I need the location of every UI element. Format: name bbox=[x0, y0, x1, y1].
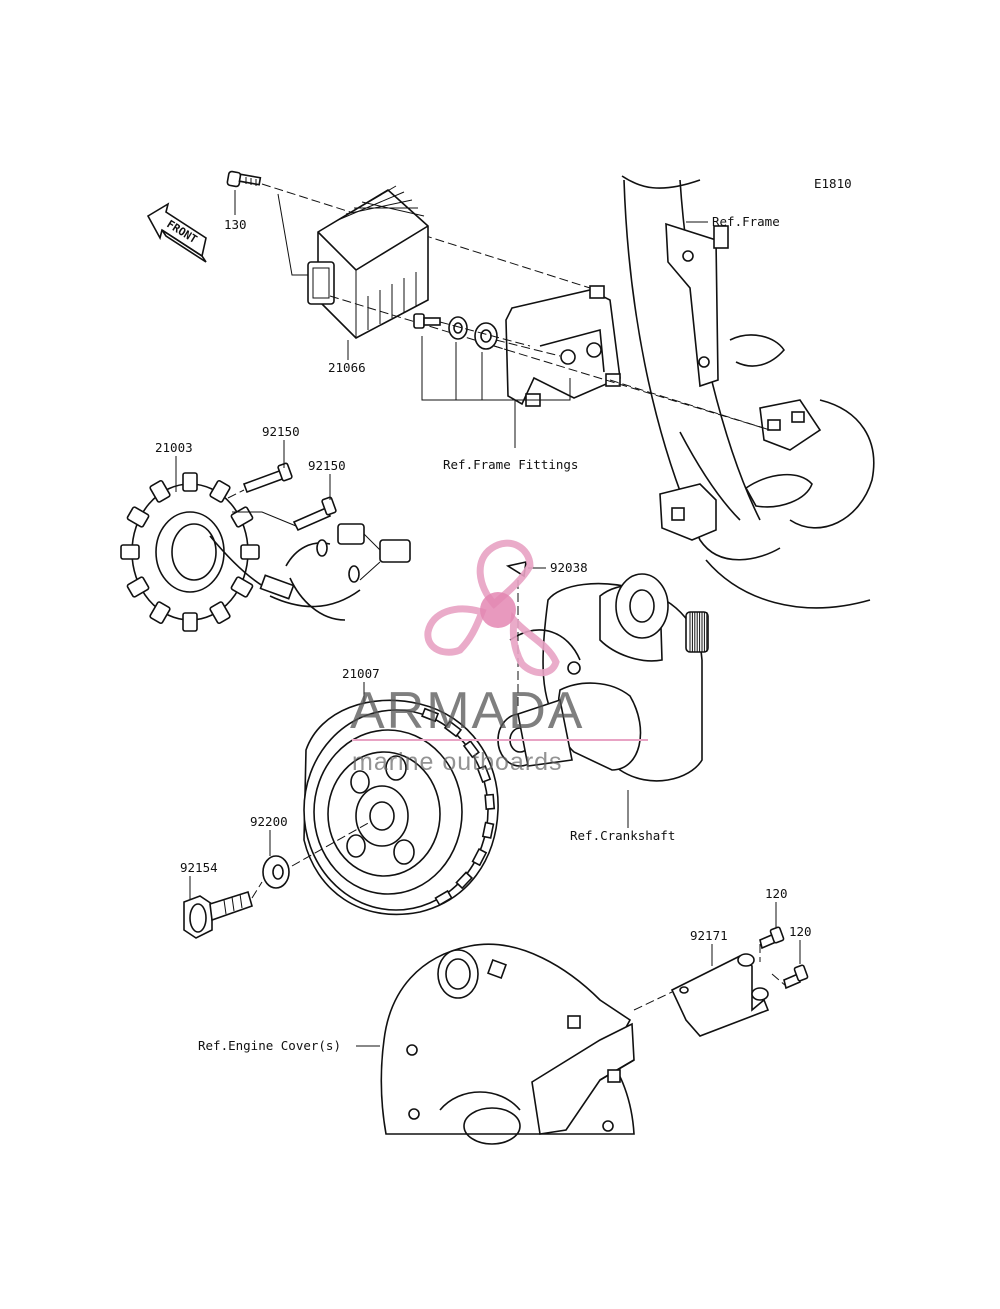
stator-tooth bbox=[149, 480, 171, 503]
bolt-92150-upper-drawing bbox=[242, 462, 293, 494]
propeller-logo-icon bbox=[424, 539, 560, 677]
stator-tooth bbox=[240, 544, 260, 560]
rotor-rib bbox=[481, 821, 495, 839]
rotor-rib bbox=[455, 871, 473, 890]
stator-tooth bbox=[126, 506, 150, 528]
ref-crankshaft-label: Ref.Crankshaft bbox=[570, 828, 675, 843]
watermark-tagline: marine outboards bbox=[352, 748, 563, 776]
stator-wire-harness-drawing bbox=[209, 523, 411, 621]
rotor-flywheel-21007-drawing bbox=[303, 699, 499, 916]
regulator-rectifier-21066-drawing bbox=[307, 185, 429, 339]
flange-bolt-92154-drawing bbox=[183, 890, 253, 939]
fitting-small-parts-drawing bbox=[413, 313, 498, 350]
frame-fitting-bracket-drawing bbox=[505, 285, 621, 407]
rotor-rib bbox=[471, 847, 488, 867]
rotor-rib bbox=[462, 739, 480, 759]
rotor-rib bbox=[443, 720, 463, 738]
part-label-92150-lower: 92150 bbox=[308, 458, 346, 473]
ref-frame-fittings-label: Ref.Frame Fittings bbox=[443, 457, 578, 472]
diagram-code: E1810 bbox=[814, 176, 852, 191]
part-label-21003: 21003 bbox=[155, 440, 193, 455]
part-label-92150-upper: 92150 bbox=[262, 424, 300, 439]
crankshaft-drawing bbox=[497, 573, 709, 782]
bolt-120-upper-drawing bbox=[759, 926, 785, 950]
rotor-rib bbox=[476, 765, 492, 784]
cover-92171-drawing bbox=[670, 953, 770, 1037]
part-label-21066: 21066 bbox=[328, 360, 366, 375]
frame-drawing bbox=[621, 175, 875, 609]
part-label-92171: 92171 bbox=[690, 928, 728, 943]
part-label-120-lower: 120 bbox=[789, 924, 812, 939]
engine-cover-drawing bbox=[380, 943, 635, 1145]
rotor-rib bbox=[421, 707, 440, 723]
ref-frame-label: Ref.Frame bbox=[712, 214, 780, 229]
front-arrow-icon: FRONT bbox=[146, 202, 207, 263]
part-label-92154: 92154 bbox=[180, 860, 218, 875]
stator-tooth bbox=[209, 601, 231, 624]
stator-tooth bbox=[182, 472, 198, 492]
part-label-92038: 92038 bbox=[550, 560, 588, 575]
armada-watermark: ARMADA marine outboards bbox=[350, 539, 648, 776]
stator-tooth bbox=[182, 612, 198, 632]
bolt-92150-lower-drawing bbox=[292, 496, 337, 532]
part-label-92200: 92200 bbox=[250, 814, 288, 829]
bolt-130-drawing bbox=[226, 170, 262, 188]
rotor-rib bbox=[484, 793, 496, 811]
ref-engine-cover-label: Ref.Engine Cover(s) bbox=[198, 1038, 341, 1053]
watermark-brand: ARMADA bbox=[350, 682, 584, 740]
bolt-120-lower-drawing bbox=[783, 964, 809, 990]
part-label-120-upper: 120 bbox=[765, 886, 788, 901]
stator-tooth bbox=[209, 480, 231, 503]
stator-21003-drawing bbox=[120, 472, 260, 632]
washer-92200-drawing bbox=[262, 855, 290, 889]
rotor-rib bbox=[434, 889, 453, 907]
stator-tooth bbox=[149, 601, 171, 624]
part-label-21007: 21007 bbox=[342, 666, 380, 681]
part-label-130: 130 bbox=[224, 217, 247, 232]
stator-tooth bbox=[230, 576, 254, 598]
stator-tooth bbox=[120, 544, 140, 560]
stator-tooth bbox=[126, 576, 150, 598]
